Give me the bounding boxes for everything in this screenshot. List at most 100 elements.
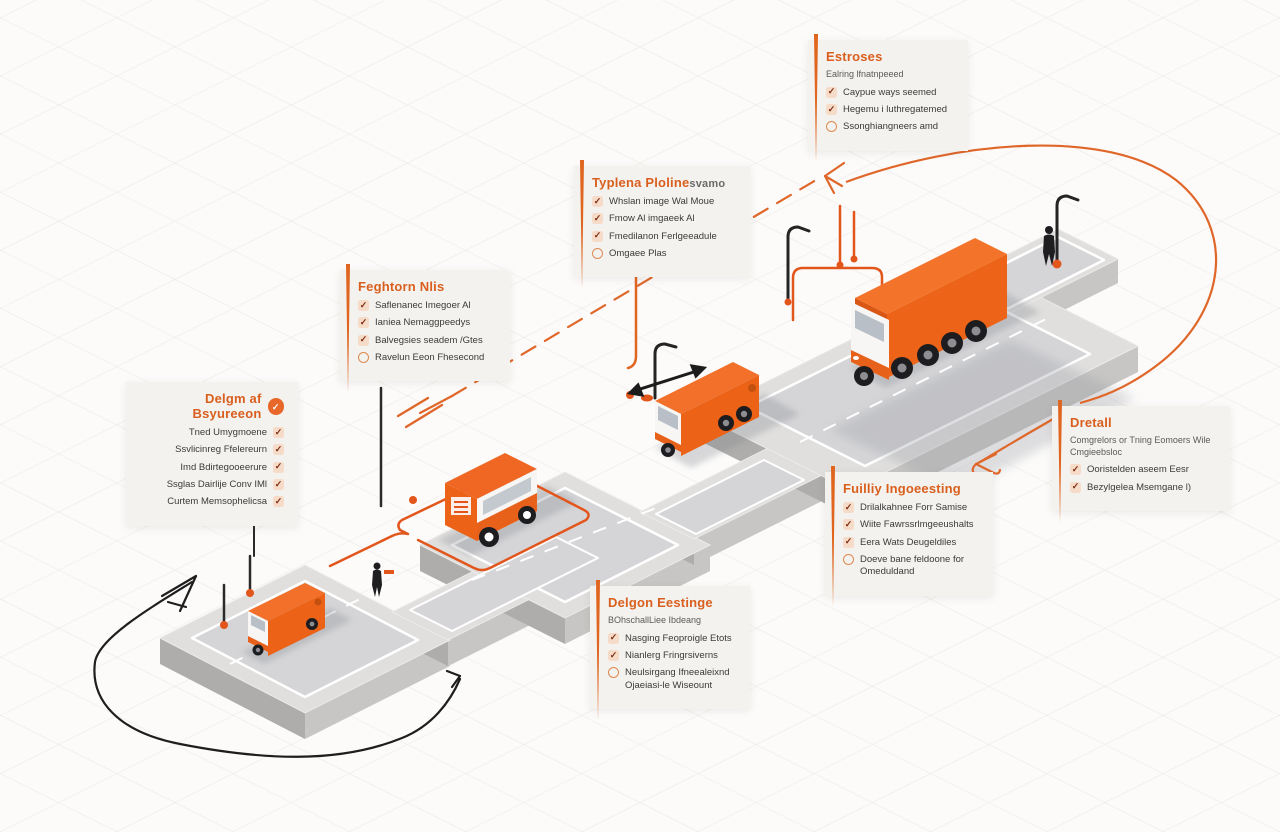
- black-flow-curve: [93, 574, 462, 758]
- check-icon: ✓: [358, 316, 369, 329]
- callout-title: Dretall: [1070, 415, 1112, 430]
- check-icon: ✓: [843, 501, 854, 513]
- accent-bar: [596, 580, 600, 721]
- circle-icon: [843, 553, 854, 565]
- callout-delgon: Delgon Eestinge BOhschallLiee Ibdeang ✓ …: [590, 580, 750, 721]
- accent-bar: [831, 466, 835, 608]
- item-label: Neulsirgang Ifneealeixnd Ojaeiasi-le Wis…: [625, 667, 730, 691]
- checklist-item: ✓ Ssglas Dairlije Conv IMl: [136, 479, 284, 491]
- callout-dretall: Dretall Comgrelors or Tning Eomoers Wile…: [1052, 400, 1230, 523]
- item-label: Curtem Memsophelicsa: [167, 496, 267, 508]
- item-label: Eera Wats Deugeldiles: [860, 536, 957, 548]
- checklist-item: ✓ Fmow Al imgaeek Al: [592, 213, 740, 225]
- check-icon: ✓: [843, 518, 854, 531]
- item-label: Bezylgelea Msemgane l): [1087, 481, 1192, 493]
- item-label: Ssvlicinreg Ffelereurn: [175, 444, 267, 456]
- item-label: Omgaee Plas: [609, 247, 667, 259]
- item-label: Saflenanec Imegoer Al: [375, 299, 471, 311]
- flow-loop-right: [845, 144, 1218, 405]
- lamp-bases: [784, 259, 1062, 306]
- checklist-item: Omgaee Plas: [592, 247, 740, 260]
- callout-subtitle: Ealring lfnatnpeeed: [826, 68, 904, 79]
- item-label: Hegemu i luthregatemed: [843, 103, 948, 115]
- checklist-item: ✓ Tned Umygmoene: [136, 427, 284, 439]
- callout-feghtorn: Feghtorn Nlis ✓ Saflenanec Imegoer Al ✓ …: [340, 264, 510, 394]
- check-icon: ✓: [273, 461, 284, 473]
- item-label: Doeve bane feldoone for Omeduldand: [860, 553, 965, 578]
- checklist-item: ✓ Saflenanec Imegoer Al: [358, 300, 500, 312]
- person-icon: [372, 562, 394, 597]
- check-icon: ✓: [358, 299, 369, 311]
- check-icon: ✓: [608, 649, 619, 661]
- callout-title: Fuilliy Ingoeesting: [843, 481, 961, 496]
- street-lamp-icon: [653, 194, 1080, 400]
- check-icon: ✓: [273, 495, 284, 508]
- truck-small: [248, 583, 325, 656]
- callout-fullly: Fuilliy Ingoeesting ✓ Drilalkahnee Forr …: [825, 466, 993, 608]
- callout-title: Estroses: [826, 49, 883, 64]
- checklist-item: ✓ Bezylgelea Msemgane l): [1070, 481, 1220, 494]
- checklist-item: ✓ Nianlerg Fringrsiverns: [608, 650, 740, 662]
- checklist-item: ✓ Fmedilanon Ferlgeeadule: [592, 230, 740, 243]
- item-label: Wiite Fawrssrlmgeeushalts: [860, 519, 974, 531]
- item-label: Ooristelden aseem Eesr: [1087, 464, 1189, 476]
- circle-icon: [592, 247, 603, 259]
- callout-subtitle: Comgrelors or Tning Eomoers Wile Cmgieeb…: [1070, 434, 1211, 457]
- accent-bar: [346, 264, 350, 394]
- checklist-item: ✓ Ssvlicinreg Ffelereurn: [136, 444, 284, 456]
- check-icon: ✓: [592, 212, 603, 225]
- item-label: Caypue ways seemed: [843, 86, 937, 98]
- item-label: Whslan image Wal Moue: [609, 195, 715, 207]
- check-icon: ✓: [273, 443, 284, 456]
- checklist-item: ✓ Eera Wats Deugeldiles: [843, 536, 983, 549]
- item-label: Drilalkahnee Forr Samise: [860, 501, 968, 513]
- badge-icon: ✓: [267, 398, 284, 416]
- checklist-item: ✓ Ianiea Nemaggpeedys: [358, 317, 500, 329]
- item-label: Imd Bdirtegooeerure: [180, 461, 267, 473]
- circle-icon: [608, 667, 619, 679]
- checklist-item: ✓ Whslan image Wal Moue: [592, 196, 740, 208]
- item-label: Ssonghiangneers amd: [843, 121, 939, 133]
- checklist-item: ✓ Imd Bdirtegooeerure: [136, 461, 284, 474]
- check-icon: ✓: [273, 478, 284, 490]
- callout-estroses: Estroses Ealring lfnatnpeeed ✓ Caypue wa…: [808, 34, 968, 163]
- check-icon: ✓: [273, 426, 284, 438]
- checklist-item: ✓ Ooristelden aseem Eesr: [1070, 464, 1220, 476]
- item-label: Balvegsies seadem /Gtes: [375, 334, 483, 346]
- item-label: Fmow Al imgaeek Al: [609, 213, 695, 225]
- check-icon: ✓: [592, 195, 603, 207]
- item-label: Fmedilanon Ferlgeeadule: [609, 230, 717, 242]
- checklist-item: ✓ Hegemu i luthregatemed: [826, 104, 958, 116]
- callout-title: Delgm af Bsyureeon ✓: [136, 391, 284, 422]
- item-label: Nasging Feoproigle Etots: [625, 632, 732, 644]
- delivery-van: [445, 453, 537, 547]
- checklist-item: ✓ Balvegsies seadem /Gtes: [358, 334, 500, 347]
- accent-bar: [814, 34, 818, 163]
- item-label: Nianlerg Fringrsiverns: [625, 649, 718, 661]
- item-label: Ravelun Eeon Fhesecond: [375, 351, 485, 363]
- check-icon: ✓: [1070, 481, 1081, 493]
- checklist-item: ✓ Nasging Feoproigle Etots: [608, 632, 740, 645]
- dashed-flow-line: [396, 178, 818, 429]
- checklist-item: ✓ Drilalkahnee Forr Samise: [843, 502, 983, 514]
- person-icon: [1043, 226, 1055, 266]
- check-icon: ✓: [1070, 463, 1081, 476]
- connector-dots: [220, 589, 254, 629]
- checklist-item: Doeve bane feldoone for Omeduldand: [843, 553, 983, 579]
- checklist-item: Ssonghiangneers amd: [826, 121, 958, 133]
- callout-title: Typlena Plolinesvamo: [592, 175, 726, 190]
- item-label: Ianiea Nemaggpeedys: [375, 317, 471, 329]
- checklist-item: Neulsirgang Ifneealeixnd Ojaeiasi-le Wis…: [608, 667, 740, 692]
- item-label: Tned Umygmoene: [188, 426, 267, 438]
- flow-arrowhead-left: [823, 161, 846, 195]
- checklist-item: Ravelun Eeon Fhesecond: [358, 351, 500, 364]
- callout-title: Feghtorn Nlis: [358, 279, 445, 294]
- circle-icon: [358, 351, 369, 363]
- truck-large: [851, 238, 1007, 386]
- accent-bar: [1058, 400, 1062, 523]
- callout-subtitle: BOhschallLiee Ibdeang: [608, 614, 702, 625]
- callout-delgm: Delgm af Bsyureeon ✓ ✓ Tned Umygmoene ✓ …: [126, 382, 298, 526]
- checklist-item: ✓ Curtem Memsophelicsa: [136, 496, 284, 508]
- road-shadow: [830, 340, 1135, 492]
